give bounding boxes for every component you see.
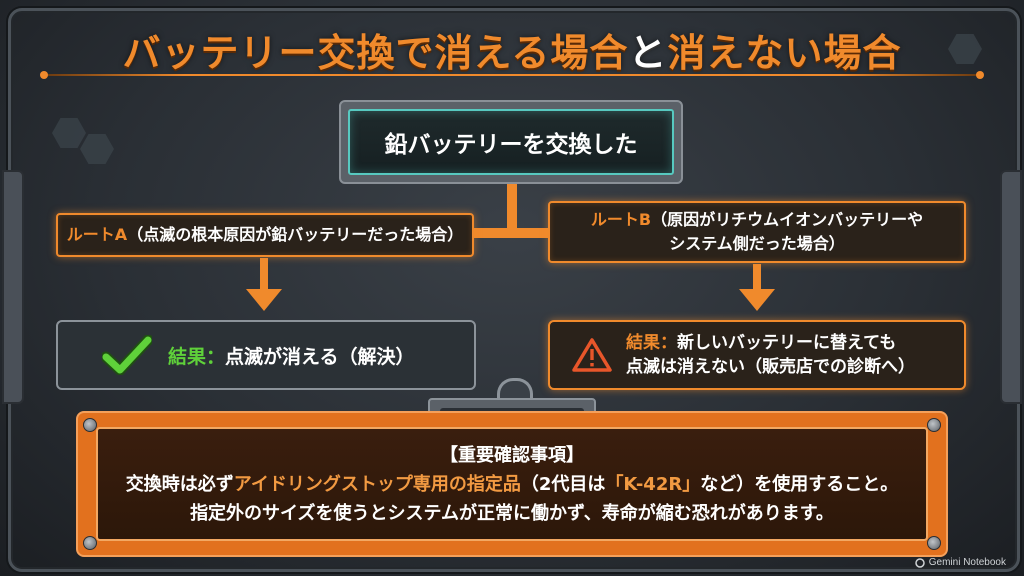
watermark: Gemini Notebook <box>914 557 1006 568</box>
screw-icon <box>83 536 97 550</box>
result-a-text: 点滅が消える（解決） <box>225 345 415 368</box>
route-a-label: ルートA <box>66 225 128 244</box>
title-line-dot <box>976 71 984 79</box>
screw-icon <box>927 536 941 550</box>
notice-heading: 【重要確認事項】 <box>440 444 584 466</box>
connector-horizontal <box>472 228 552 238</box>
result-a-box: 結果：点滅が消える（解決） <box>56 320 476 390</box>
check-icon <box>102 335 152 375</box>
start-node: 鉛バッテリーを交換した <box>339 100 683 184</box>
right-bracket <box>1000 170 1022 404</box>
screw-icon <box>83 418 97 432</box>
hex-decoration <box>948 34 982 64</box>
title-part-3: 消えない場合 <box>667 31 902 75</box>
notice-line-2: 指定外のサイズを使うとシステムが正常に働かず、寿命が縮む恐れがあります。 <box>190 502 834 524</box>
start-node-label: 鉛バッテリーを交換した <box>348 109 674 175</box>
notice-content: 【重要確認事項】 交換時は必ずアイドリングストップ専用の指定品（2代目は「K-4… <box>96 427 928 541</box>
left-bracket <box>2 170 24 404</box>
title-part-2: と <box>628 31 668 75</box>
warning-icon <box>572 338 612 372</box>
arrow-a-stem <box>260 258 268 290</box>
route-b-text-line2: システム側だった場合） <box>669 234 845 253</box>
result-b-text-line2: 点滅は消えない（販売店での診断へ） <box>626 357 915 377</box>
result-b-box: 結果：新しいバッテリーに替えても 点滅は消えない（販売店での診断へ） <box>548 320 966 390</box>
notice-line-1-c: （2代目は <box>520 473 606 495</box>
notice-highlight-model: 「K-42R」 <box>605 473 701 495</box>
notice-highlight-product: アイドリングストップ専用の指定品 <box>233 473 521 495</box>
notice-panel: 【重要確認事項】 交換時は必ずアイドリングストップ専用の指定品（2代目は「K-4… <box>76 411 948 557</box>
route-b-text-line1: （原因がリチウムイオンバッテリーや <box>651 210 924 229</box>
route-b-label: ルートB <box>590 210 652 229</box>
route-b-box: ルートB（原因がリチウムイオンバッテリーや システム側だった場合） <box>548 201 966 263</box>
notice-line-1-e: など）を使用すること。 <box>700 473 899 495</box>
arrow-a-head <box>246 289 282 311</box>
result-a-label: 結果： <box>168 345 226 368</box>
arrow-b-head <box>739 289 775 311</box>
arrow-b-stem <box>753 264 761 290</box>
page-title: バッテリー交換で消える場合と消えない場合 <box>0 22 1024 77</box>
title-part-1: バッテリー交換で消える場合 <box>122 31 629 75</box>
route-a-text: （点滅の根本原因が鉛バッテリーだった場合） <box>127 225 464 244</box>
watermark-text: Gemini Notebook <box>928 557 1006 568</box>
notice-line-1-a: 交換時は必ず <box>125 473 234 495</box>
title-underline <box>40 71 984 79</box>
notebook-icon <box>914 557 925 568</box>
title-line-dot <box>40 71 48 79</box>
connector-vertical <box>507 184 517 230</box>
result-b-label: 結果： <box>626 333 677 353</box>
screw-icon <box>927 418 941 432</box>
route-a-box: ルートA（点滅の根本原因が鉛バッテリーだった場合） <box>56 213 474 257</box>
notice-line-1: 交換時は必ずアイドリングストップ専用の指定品（2代目は「K-42R」など）を使用… <box>126 470 898 499</box>
result-b-text-line1: 新しいバッテリーに替えても <box>677 333 897 353</box>
